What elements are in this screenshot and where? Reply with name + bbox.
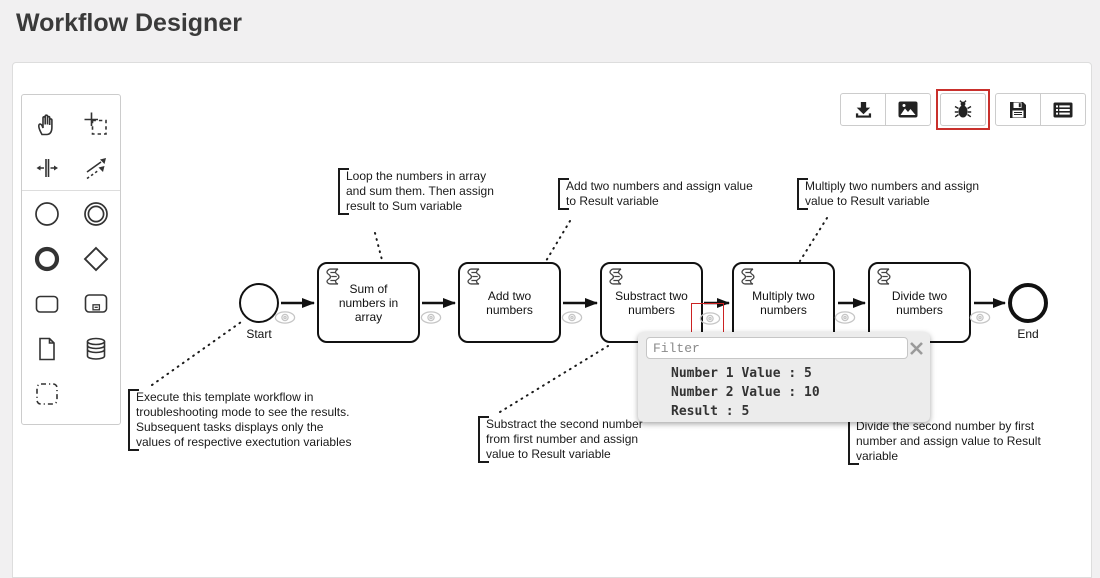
eye-icon[interactable] [834, 311, 856, 329]
annotation-execute-troubleshooting[interactable]: Execute this template workflow in troubl… [128, 389, 356, 451]
value-line: Result : 5 [671, 404, 750, 419]
task-label: Add two numbers [486, 288, 533, 317]
start-event-label: Start [246, 327, 272, 341]
script-task-icon [877, 268, 891, 285]
eye-icon[interactable] [420, 311, 442, 329]
eye-icon[interactable] [969, 311, 991, 329]
save-button[interactable] [995, 93, 1041, 126]
annotation-substract[interactable]: Substract the second number from first n… [478, 416, 650, 463]
troubleshoot-bug-button[interactable] [940, 93, 986, 126]
annotation-add[interactable]: Add two numbers and assign value to Resu… [558, 178, 763, 210]
close-icon[interactable] [906, 338, 926, 358]
create-gateway-icon[interactable] [71, 236, 120, 281]
hand-tool-icon[interactable] [22, 101, 71, 146]
lasso-tool-icon[interactable] [71, 101, 120, 146]
task-add-two-numbers[interactable]: Add two numbers [458, 262, 561, 343]
script-task-icon [467, 268, 481, 285]
create-data-object-icon[interactable] [22, 326, 71, 371]
value-line: Number 1 Value : 5 [671, 366, 812, 381]
export-image-button[interactable] [885, 93, 931, 126]
troubleshoot-button-highlight [936, 89, 990, 130]
value-line: Number 2 Value : 10 [671, 385, 820, 400]
connect-tool-icon[interactable] [71, 146, 120, 191]
task-label: Sum of numbers in array [338, 281, 399, 324]
task-label: Multiply two numbers [752, 288, 815, 317]
task-substract-two-numbers[interactable]: Substract two numbers [600, 262, 703, 343]
page-title: Workflow Designer [16, 9, 242, 37]
download-button[interactable] [840, 93, 886, 126]
script-task-icon [609, 268, 623, 285]
canvas-toolbar [840, 89, 1086, 130]
annotation-divide[interactable]: Divide the second number by first number… [848, 418, 1046, 465]
task-label: Substract two numbers [615, 288, 688, 317]
eye-icon[interactable] [274, 311, 296, 329]
end-event-label: End [1017, 327, 1039, 341]
script-task-icon [326, 268, 340, 285]
properties-list-button[interactable] [1040, 93, 1086, 126]
create-end-event-icon[interactable] [22, 236, 71, 281]
create-data-store-icon[interactable] [71, 326, 120, 371]
start-event[interactable] [239, 283, 279, 323]
task-divide-two-numbers[interactable]: Divide two numbers [868, 262, 971, 343]
annotation-loop-sum[interactable]: Loop the numbers in array and sum them. … [338, 168, 498, 215]
eye-icon[interactable] [561, 311, 583, 329]
list-icon [1053, 102, 1073, 117]
task-multiply-two-numbers[interactable]: Multiply two numbers [732, 262, 835, 343]
create-intermediate-event-icon[interactable] [71, 191, 120, 236]
filter-input[interactable] [646, 337, 908, 359]
space-tool-icon[interactable] [22, 146, 71, 191]
create-subprocess-icon[interactable] [71, 281, 120, 326]
task-label: Divide two numbers [891, 288, 948, 317]
create-group-icon[interactable] [22, 371, 71, 416]
create-start-event-icon[interactable] [22, 191, 71, 236]
script-task-icon [741, 268, 755, 285]
eye-highlight-box [691, 303, 724, 333]
end-event[interactable] [1008, 283, 1048, 323]
annotation-multiply[interactable]: Multiply two numbers and assign value to… [797, 178, 992, 210]
bug-icon [954, 100, 972, 118]
task-sum-of-numbers[interactable]: Sum of numbers in array [317, 262, 420, 343]
download-icon [855, 101, 871, 118]
create-task-icon[interactable] [22, 281, 71, 326]
tool-palette [21, 94, 121, 425]
save-icon [1010, 101, 1026, 118]
image-icon [898, 101, 918, 118]
eye-icon-highlighted[interactable] [699, 312, 721, 330]
execution-values: Number 1 Value : 5 Number 2 Value : 10 R… [671, 364, 820, 421]
execution-values-popup: Number 1 Value : 5 Number 2 Value : 10 R… [638, 332, 930, 422]
